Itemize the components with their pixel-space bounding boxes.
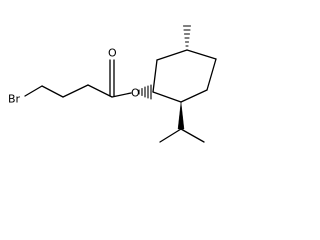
ring-c5-c6-bond — [180, 89, 208, 103]
bromine-label: Br — [8, 93, 21, 106]
ring-c2-c3-bond — [156, 49, 188, 61]
ring-c3-c4-bond — [186, 49, 217, 60]
ester-oxygen-label: O — [131, 87, 140, 100]
ester-c-o-bond — [111, 92, 132, 98]
ring-c4-c5-bond — [206, 58, 217, 91]
solid-wedge-isopropyl — [177, 101, 185, 130]
c3-c2-bond — [62, 84, 89, 98]
br-c4-bond — [24, 85, 43, 97]
ring-c1-c2-bond — [152, 59, 158, 93]
c4-c3-bond — [41, 85, 64, 98]
ring-c6-c1-bond — [152, 91, 182, 103]
c2-c1-bond — [87, 84, 113, 98]
carbonyl-oxygen-label: O — [108, 47, 117, 60]
hashed-wedge-methyl — [182, 25, 192, 47]
isopropyl-c-ch3-left-bond — [159, 128, 182, 143]
isopropyl-c-ch3-right-bond — [180, 128, 205, 143]
hashed-wedge-o-ring — [138, 84, 152, 100]
structural-formula: Br O O — [8, 25, 217, 143]
